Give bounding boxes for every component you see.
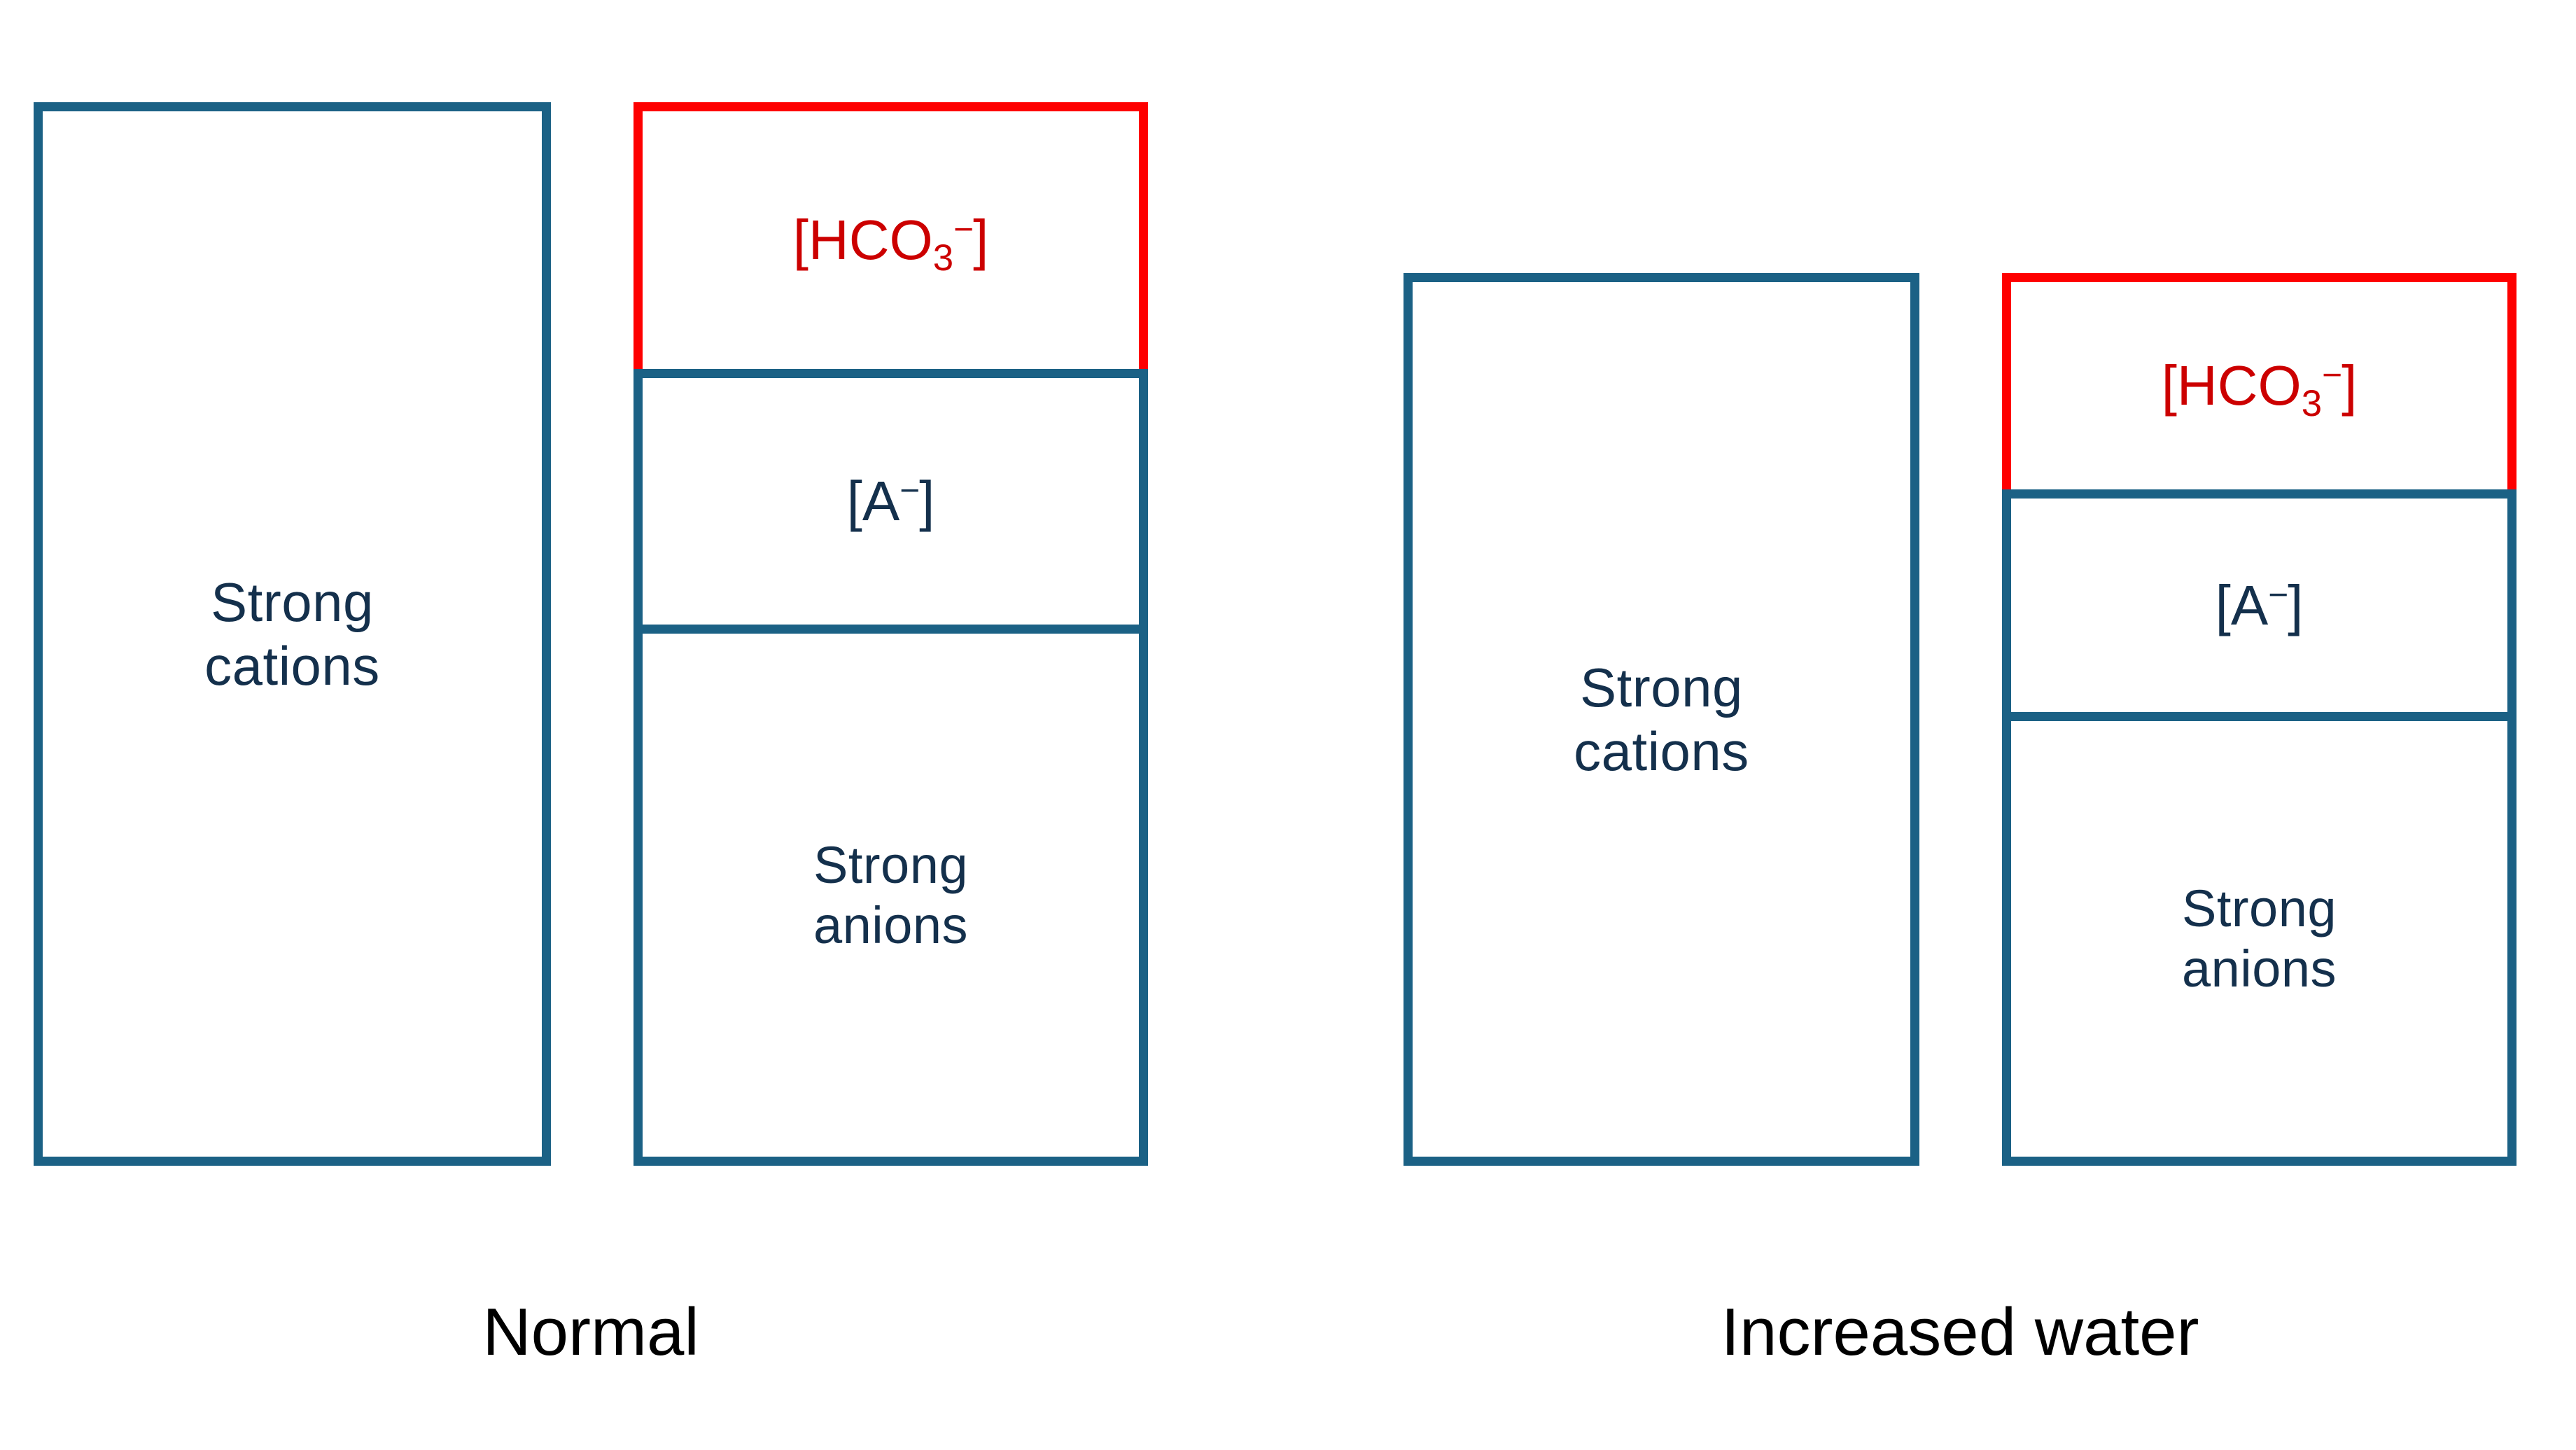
strong-cations-label-increased-water: Strong cations [1574, 657, 1749, 782]
strong-anions-segment-increased-water: Strong anions [2002, 712, 2516, 1166]
weak-acid-anion-segment-normal: [A−] [634, 369, 1148, 634]
strong-cations-column-normal: Strong cations [34, 102, 551, 1166]
bicarbonate-subscript-increased-water: 3 [2301, 382, 2323, 424]
panel-caption-increased-water: Increased water [1721, 1295, 2199, 1369]
anion-column-normal: [HCO3−] [A−] Strong anions [634, 102, 1148, 1166]
panel-caption-normal: Normal [482, 1295, 699, 1369]
strong-anions-label-increased-water: Strong anions [2181, 879, 2337, 998]
bicarbonate-label-increased-water: [HCO3−] [2161, 354, 2358, 424]
strong-anions-segment-normal: Strong anions [634, 625, 1148, 1166]
bicarbonate-subscript-normal: 3 [932, 237, 954, 279]
strong-cations-column-increased-water: Strong cations [1404, 273, 1919, 1166]
strong-anions-label-normal: Strong anions [813, 835, 969, 954]
weak-acid-anion-label-normal: [A−] [846, 470, 935, 532]
bicarbonate-segment-increased-water: [HCO3−] [2002, 273, 2516, 499]
bicarbonate-segment-normal: [HCO3−] [634, 102, 1148, 378]
weak-acid-anion-charge-normal: − [899, 470, 920, 510]
weak-acid-anion-charge-increased-water: − [2268, 574, 2288, 614]
strong-cations-label-normal: Strong cations [204, 571, 380, 697]
bicarbonate-label-normal: [HCO3−] [792, 209, 989, 279]
weak-acid-anion-segment-increased-water: [A−] [2002, 489, 2516, 721]
bicarbonate-charge-increased-water: − [2322, 355, 2342, 395]
bicarbonate-charge-normal: − [953, 209, 974, 249]
weak-acid-anion-label-increased-water: [A−] [2215, 573, 2304, 636]
anion-column-increased-water: [HCO3−] [A−] Strong anions [2002, 273, 2516, 1166]
